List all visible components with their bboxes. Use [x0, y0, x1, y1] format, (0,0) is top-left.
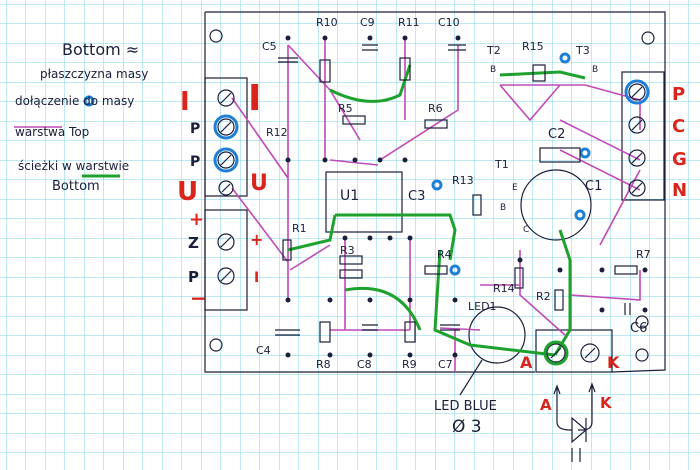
label-r5: R5 — [338, 102, 353, 115]
led1-outline — [468, 306, 526, 364]
led-note-diameter: Ø 3 — [452, 417, 482, 437]
label-c5: C5 — [262, 40, 277, 53]
label-r9: R9 — [402, 358, 417, 371]
led-label-a: A — [520, 353, 533, 372]
left-connector-body — [204, 77, 248, 197]
right-label-p: P — [672, 84, 685, 105]
label-c3: C3 — [408, 189, 425, 204]
label-r3: R3 — [340, 244, 355, 257]
mounting-hole — [209, 29, 223, 43]
mounting-hole — [209, 338, 223, 352]
label-c2: C2 — [548, 127, 565, 142]
label-r14: R14 — [493, 282, 515, 295]
label-c10: C10 — [438, 16, 460, 29]
label-r6: R6 — [428, 102, 443, 115]
label-r10: R10 — [316, 16, 338, 29]
legend-bottom-traces: ścieżki w warstwie — [18, 159, 129, 173]
power-label-minus: − — [190, 286, 207, 310]
left-label-u: U — [177, 177, 198, 207]
ground-legend-icon — [83, 95, 95, 107]
right-label-c: C — [672, 116, 685, 137]
label-c9: C9 — [360, 16, 375, 29]
label-t1-base: B — [500, 203, 506, 213]
component-symbols — [275, 44, 638, 343]
led-note-type: LED BLUE — [434, 399, 497, 414]
connector-labels: I P P U I U + Z P − + I P C G N — [177, 78, 687, 310]
c1-outline — [520, 169, 592, 241]
power-connector-body — [204, 209, 248, 311]
led-label-k: K — [607, 353, 620, 372]
power-label-p: P — [188, 268, 199, 286]
label-r1: R1 — [292, 222, 307, 235]
left-label-p1: P — [190, 121, 200, 137]
legend-ground-connection: dołączenie do masy — [15, 94, 134, 108]
power-label-plus: + — [189, 209, 204, 230]
label-led1: LED1 — [468, 300, 497, 313]
mounting-hole — [635, 348, 649, 362]
led-connector-body — [535, 329, 613, 373]
mounting-hole — [641, 31, 655, 45]
legend-top-layer: warstwa Top — [15, 125, 89, 139]
label-c1: C1 — [585, 179, 602, 194]
ground-markers — [83, 52, 650, 276]
legend-title: Bottom ≈ — [62, 40, 139, 59]
label-t3: T3 — [575, 44, 590, 57]
label-r2: R2 — [536, 290, 551, 303]
led-ext-label-k: K — [600, 394, 613, 412]
power-label-plus-inner: + — [250, 230, 263, 249]
inner-label-u: U — [250, 171, 268, 196]
inner-label-i: I — [248, 78, 261, 119]
label-r11: R11 — [398, 16, 420, 29]
bottom-layer-traces — [82, 64, 586, 357]
power-label-i-inner: I — [254, 270, 259, 286]
label-t1: T1 — [494, 158, 509, 171]
label-r12: R12 — [266, 126, 288, 139]
label-t2: T2 — [486, 44, 501, 57]
legend-bottom-label: Bottom — [52, 179, 100, 194]
label-r13: R13 — [452, 174, 474, 187]
power-label-z: Z — [188, 234, 199, 252]
legend-ground-plane: płaszczyzna masy — [40, 67, 148, 81]
right-label-n: N — [672, 180, 687, 201]
legend: Bottom ≈ płaszczyzna masy dołączenie do … — [15, 40, 148, 194]
label-c4: C4 — [256, 344, 271, 357]
u1-body — [325, 171, 403, 233]
led-connector-labels: A K A K LED BLUE Ø 3 — [434, 353, 620, 462]
label-t1-emitter: E — [512, 183, 518, 193]
label-t3-base: B — [592, 65, 598, 75]
label-t2-base: B — [490, 65, 496, 75]
label-c6: C6 — [630, 321, 647, 336]
label-c8: C8 — [357, 358, 372, 371]
left-label-i: I — [180, 87, 190, 117]
screw-terminals — [217, 83, 649, 366]
board-outline — [204, 11, 666, 373]
label-t1-collector: C — [523, 225, 529, 235]
solder-pads — [285, 35, 648, 358]
component-labels: R10 C9 R11 C10 C5 T2 R15 T3 B B R12 R5 R… — [256, 16, 651, 371]
right-connector-body — [621, 71, 665, 201]
label-r15: R15 — [522, 40, 544, 53]
right-label-g: G — [672, 149, 687, 170]
diode-symbol-icon — [553, 382, 596, 462]
left-label-p2: P — [190, 154, 200, 170]
label-c7: C7 — [438, 358, 453, 371]
label-u1: U1 — [340, 188, 359, 204]
label-r7: R7 — [636, 248, 651, 261]
label-r8: R8 — [316, 358, 331, 371]
led-ext-label-a: A — [540, 396, 552, 414]
label-r4: R4 — [437, 248, 452, 261]
